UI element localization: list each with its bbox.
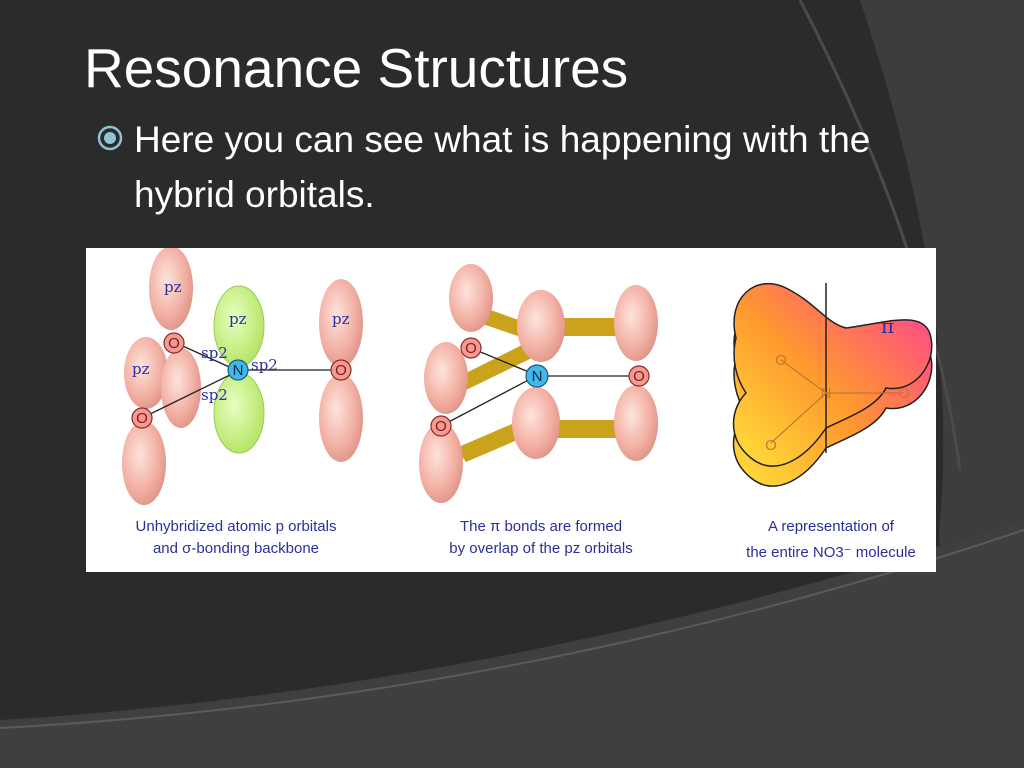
caption-line: The π bonds are formed bbox=[460, 518, 622, 535]
oxygen-atom bbox=[163, 332, 185, 354]
pz-lobe bbox=[512, 387, 560, 459]
pz-label: pz bbox=[332, 310, 350, 328]
pz-lobe bbox=[614, 285, 658, 361]
oxygen-atom bbox=[628, 365, 650, 387]
pz-label: pz bbox=[132, 360, 150, 378]
bullet-text: Here you can see what is happening with … bbox=[134, 119, 871, 215]
molecule-shape-upper bbox=[732, 282, 933, 467]
pz-label: pz bbox=[229, 310, 247, 328]
circle-bullet-icon bbox=[97, 125, 123, 151]
sp2-label: sp2 bbox=[201, 386, 228, 404]
oxygen-atom bbox=[330, 359, 352, 381]
nitrogen-label: N bbox=[233, 362, 244, 379]
nitrogen-label: N bbox=[821, 385, 832, 402]
pz-lobe bbox=[124, 337, 168, 409]
orbital-figure: O O O N pz pz pz pz sp2 sp2 sp2 Unhybrid… bbox=[86, 248, 936, 572]
oxygen-label: O bbox=[465, 340, 477, 357]
caption-line: A representation of bbox=[768, 518, 895, 535]
pz-lobe bbox=[319, 374, 363, 462]
pz-lobe bbox=[614, 385, 658, 461]
sp2-label: sp2 bbox=[251, 356, 278, 374]
caption-line: and σ-bonding backbone bbox=[153, 540, 319, 557]
pi-label: π bbox=[881, 314, 894, 338]
oxygen-label: O bbox=[898, 385, 910, 402]
caption-line: Unhybridized atomic p orbitals bbox=[136, 518, 337, 535]
oxygen-label: O bbox=[765, 437, 777, 454]
oxygen-label: O bbox=[136, 410, 148, 427]
panel-molecule: O O O N π A representation of the entire… bbox=[732, 282, 933, 561]
oxygen-atom bbox=[460, 337, 482, 359]
pz-lobe-nitrogen bbox=[213, 372, 265, 454]
oxygen-label: O bbox=[633, 368, 645, 385]
oxygen-label: O bbox=[335, 362, 347, 379]
pz-lobe bbox=[319, 279, 363, 367]
oxygen-atom bbox=[430, 415, 452, 437]
pz-lobe bbox=[419, 423, 463, 503]
panel-unhybridized: O O O N pz pz pz pz sp2 sp2 sp2 Unhybrid… bbox=[122, 248, 363, 557]
pi-bond bbox=[456, 343, 536, 390]
oxygen-atom bbox=[131, 407, 153, 429]
orbital-diagram: O O O N pz pz pz pz sp2 sp2 sp2 Unhybrid… bbox=[122, 248, 933, 561]
nitrogen-atom bbox=[525, 364, 549, 388]
pi-bond bbox=[541, 420, 626, 438]
nitrogen-label: N bbox=[532, 368, 543, 385]
oxygen-label: O bbox=[435, 418, 447, 435]
pz-lobe bbox=[517, 290, 565, 362]
slide-title: Resonance Structures bbox=[84, 37, 629, 99]
pz-lobe bbox=[424, 342, 468, 414]
pz-lobe bbox=[149, 248, 193, 330]
caption-line: by overlap of the pz orbitals bbox=[449, 540, 632, 557]
sp2-label: sp2 bbox=[201, 344, 228, 362]
caption-line: the entire NO3⁻ molecule bbox=[746, 544, 916, 561]
panel-pi-bonds: O O O N The π bonds are formed by overla… bbox=[419, 264, 658, 557]
oxygen-label: O bbox=[168, 335, 180, 352]
oxygen-label: O bbox=[775, 352, 787, 369]
pz-lobe bbox=[161, 348, 201, 428]
pz-lobe bbox=[122, 421, 166, 505]
nitrogen-atom bbox=[227, 359, 249, 381]
pz-lobe bbox=[449, 264, 493, 332]
pz-label: pz bbox=[164, 278, 182, 296]
